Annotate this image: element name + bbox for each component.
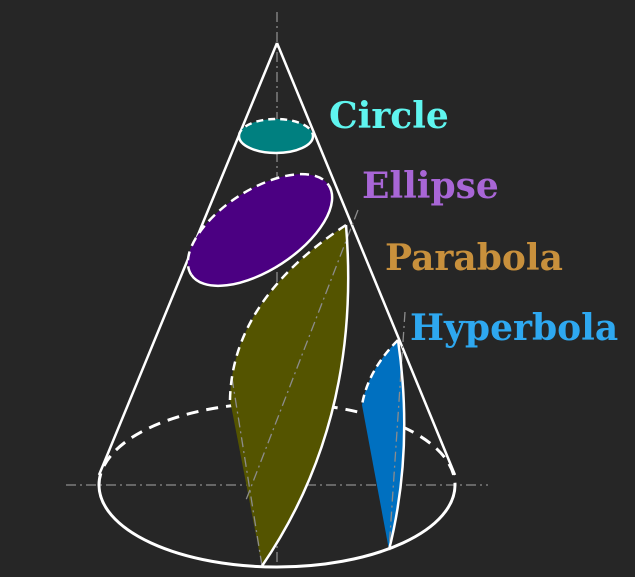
circle-section bbox=[237, 117, 315, 155]
ellipse-label: Ellipse bbox=[362, 165, 499, 207]
parabola-section bbox=[228, 209, 359, 567]
cone-base-front bbox=[97, 484, 457, 569]
circle-label: Circle bbox=[329, 95, 449, 137]
cone-right-side bbox=[275, 42, 457, 476]
hyperbola-label: Hyperbola bbox=[410, 307, 618, 349]
ellipse-section bbox=[186, 172, 334, 288]
hyperbola-section bbox=[360, 311, 406, 551]
parabola-label: Parabola bbox=[385, 237, 563, 279]
